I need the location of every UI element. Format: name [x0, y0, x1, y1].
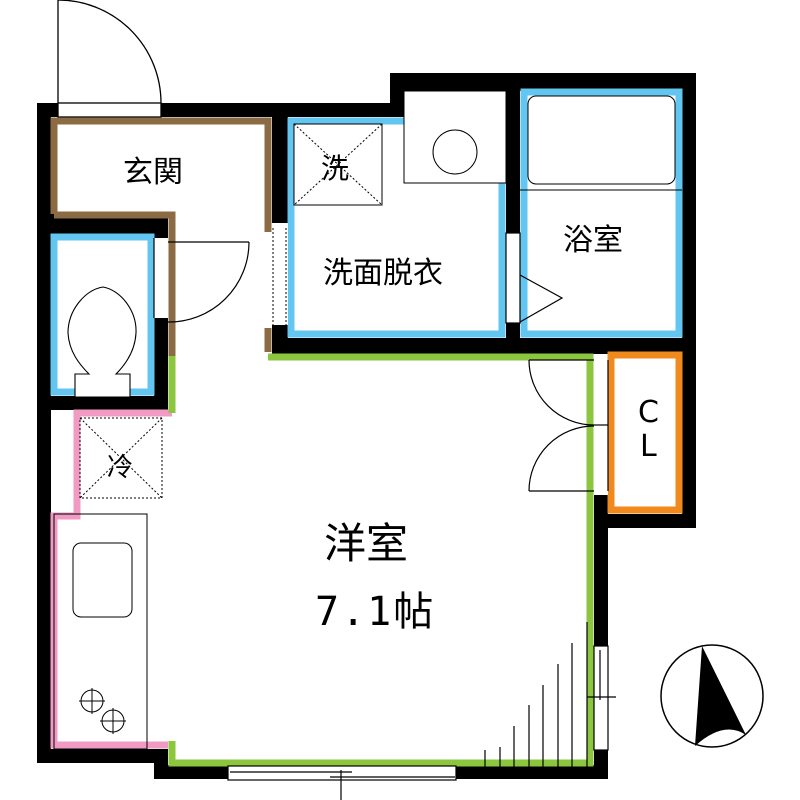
closet-outline — [607, 351, 683, 514]
entrance-outline — [50, 117, 272, 356]
bathtub — [520, 95, 682, 191]
western-room-label: 洋室 — [324, 519, 409, 568]
refrigerator-label: 冷 — [107, 453, 134, 483]
bathroom-label: 浴室 — [563, 223, 623, 258]
toilet-door — [153, 238, 250, 323]
closet-label-c: C — [638, 395, 659, 430]
kitchen-outline — [50, 409, 172, 749]
kitchen-counter — [53, 513, 148, 750]
north-arrow-icon — [660, 644, 764, 748]
washroom-opening — [272, 223, 288, 325]
toilet-bowl — [67, 286, 137, 398]
entry-door — [57, 0, 162, 118]
washroom-label: 洗面脱衣 — [323, 256, 443, 291]
right-window — [587, 645, 616, 751]
western-room-outline — [168, 353, 594, 767]
refrigerator-space — [79, 417, 163, 499]
bottom-window — [227, 765, 457, 800]
western-room-area: 7.1帖 — [315, 589, 436, 635]
bathroom-door — [505, 232, 564, 324]
bathroom-outline — [520, 88, 683, 338]
closet-label-l: L — [640, 429, 657, 464]
walls — [37, 73, 696, 779]
washing-machine — [293, 123, 383, 206]
sink — [403, 90, 507, 184]
entrance-label: 玄関 — [123, 155, 183, 190]
washing-machine-label: 洗 — [321, 152, 350, 185]
step-lines — [484, 622, 588, 768]
washroom-outline — [287, 117, 506, 338]
stove-burners — [79, 688, 126, 734]
closet-doors — [528, 359, 609, 495]
